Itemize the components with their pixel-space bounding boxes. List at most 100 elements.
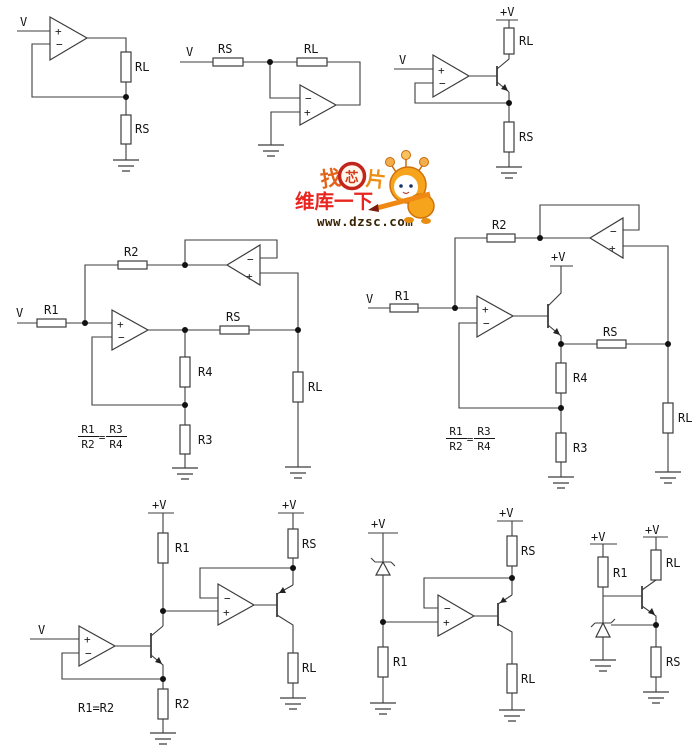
c4-resistor-rs-label: RS <box>226 310 240 324</box>
c6-resistor-r1 <box>157 532 169 564</box>
circuit-3-opamp-npn-follower: +V RL V + − RS <box>394 5 533 179</box>
c7-resistor-r1 <box>377 646 389 678</box>
watermark-mascot-icon <box>368 150 435 224</box>
c4-main-opamp-minus-sign: − <box>118 331 125 344</box>
c5-node-b <box>537 235 543 241</box>
c4-main-opamp <box>111 308 150 352</box>
c3-resistor-rl <box>503 27 515 55</box>
c3-opamp <box>432 53 471 99</box>
c6-ground-r2 <box>150 732 176 745</box>
c1-resistor-rl-label: RL <box>135 60 149 74</box>
c3-opamp-minus-sign: − <box>439 77 446 90</box>
c6-t2-emitter-arrow <box>279 587 286 593</box>
c7-resistor-rs <box>506 535 518 567</box>
watermark: 找 芯 片 维库一下 www.dzsc.com <box>295 150 435 229</box>
c5-eq-equals: = <box>467 433 474 446</box>
c8-resistor-r1 <box>597 556 609 588</box>
c6-opamp1-plus-sign: + <box>84 633 91 646</box>
c8-wires <box>590 536 668 692</box>
circuit-1-opamp-series-feedback: V + − RL RS <box>17 15 149 172</box>
c5-resistor-r4-label: R4 <box>573 371 587 385</box>
c5-input-label: V <box>366 292 373 306</box>
mascot-pencil-tip <box>368 204 379 212</box>
c5-resistor-r2-label: R2 <box>492 218 506 232</box>
c7-vcc-right-label: +V <box>499 506 513 520</box>
c1-opamp-plus-sign: + <box>55 25 62 38</box>
c7-zener-triangle <box>374 560 392 576</box>
c6-equation: R1=R2 <box>78 701 114 715</box>
c8-zener-diode <box>590 618 616 638</box>
c7-emitter-arrow <box>500 597 507 603</box>
c2-resistor-rl <box>296 57 328 67</box>
c5-resistor-rs <box>596 339 627 349</box>
c4-resistor-rl <box>292 371 304 403</box>
c6-node-f <box>160 608 166 614</box>
c6-t1-emitter-arrow <box>155 657 162 664</box>
c2-resistor-rs-label: RS <box>218 42 232 56</box>
c6-input-label: V <box>38 623 45 637</box>
c8-zener-triangle <box>595 621 611 638</box>
c6-opamp-1 <box>78 624 117 668</box>
c6-opamp2-plus-sign: + <box>223 606 230 619</box>
c1-opamp-minus-sign: − <box>56 38 63 51</box>
c6-resistor-rl <box>287 652 299 684</box>
c4-resistor-r3-label: R3 <box>198 433 212 447</box>
watermark-magnifier-lens <box>337 161 367 191</box>
c4-ground-rl <box>285 466 311 479</box>
c1-opamp <box>49 15 89 62</box>
c8-ground-zener <box>590 659 616 672</box>
c7-resistor-rl-label: RL <box>521 672 535 686</box>
c5-resistor-r2 <box>486 233 516 243</box>
c4-node-e <box>182 402 188 408</box>
c6-vcc-right-label: +V <box>282 498 296 512</box>
c5-top-opamp <box>588 216 624 260</box>
c3-vcc-label: +V <box>500 5 514 19</box>
c6-resistor-r2-label: R2 <box>175 697 189 711</box>
c5-node-d <box>558 341 564 347</box>
mascot-antenna-ball-middle <box>401 150 411 160</box>
c7-node-i <box>380 619 386 625</box>
c5-resistor-r1-label: R1 <box>395 289 409 303</box>
c2-resistor-rs <box>212 57 244 67</box>
c8-vcc-right-label: +V <box>645 523 659 537</box>
c4-eq-numerator-2: R3 <box>109 423 122 436</box>
c5-main-opamp-minus-sign: − <box>483 317 490 330</box>
c3-resistor-rs <box>503 121 515 153</box>
c4-top-opamp <box>225 243 261 287</box>
c6-resistor-rl-label: RL <box>302 661 316 675</box>
c1-resistor-rs-label: RS <box>135 122 149 136</box>
c5-main-opamp <box>476 294 515 339</box>
c6-opamp-2 <box>217 582 256 627</box>
watermark-char-pian: 片 <box>365 166 387 192</box>
circuit-8-zener-transistor-source: +V +V R1 RL RS <box>590 523 680 704</box>
c5-top-opamp-plus-sign: + <box>609 242 616 255</box>
c4-resistor-r2 <box>117 260 148 270</box>
c8-node-l <box>653 622 659 628</box>
c5-equation: R1 R2 = R3 R4 <box>446 425 495 453</box>
c6-vcc-left-label: +V <box>152 498 166 512</box>
c1-resistor-rl <box>120 51 132 83</box>
c5-main-opamp-plus-sign: + <box>482 303 489 316</box>
mascot-face <box>394 175 418 199</box>
circuit-5-dual-opamp-bridge-npn: V R1 R2 − + +V + − RS RL R4 R3 R1 R2 <box>366 204 692 489</box>
c7-vcc-left-label: +V <box>371 517 385 531</box>
mascot-antenna-ball-left <box>385 157 395 167</box>
c5-resistor-r4 <box>555 362 567 394</box>
circuit-2-inverting-opamp: V RS RL − + <box>180 42 361 157</box>
c8-resistor-rs-label: RS <box>666 655 680 669</box>
c2-opamp <box>299 83 338 127</box>
c2-opamp-minus-sign: − <box>305 92 312 105</box>
watermark-url: www.dzsc.com <box>317 214 413 229</box>
c4-resistor-r1 <box>36 318 67 328</box>
c2-input-label: V <box>186 45 193 59</box>
c5-vcc-label: +V <box>551 250 565 264</box>
c8-resistor-rl-label: RL <box>666 556 680 570</box>
c7-resistor-rl <box>506 663 518 694</box>
watermark-char-chip: 芯 <box>345 169 359 186</box>
c3-wires <box>394 19 518 167</box>
c7-opamp-plus-sign: + <box>443 616 450 629</box>
c4-resistor-rl-label: RL <box>308 380 322 394</box>
c5-node-c <box>665 341 671 347</box>
c6-resistor-r2 <box>157 688 169 720</box>
